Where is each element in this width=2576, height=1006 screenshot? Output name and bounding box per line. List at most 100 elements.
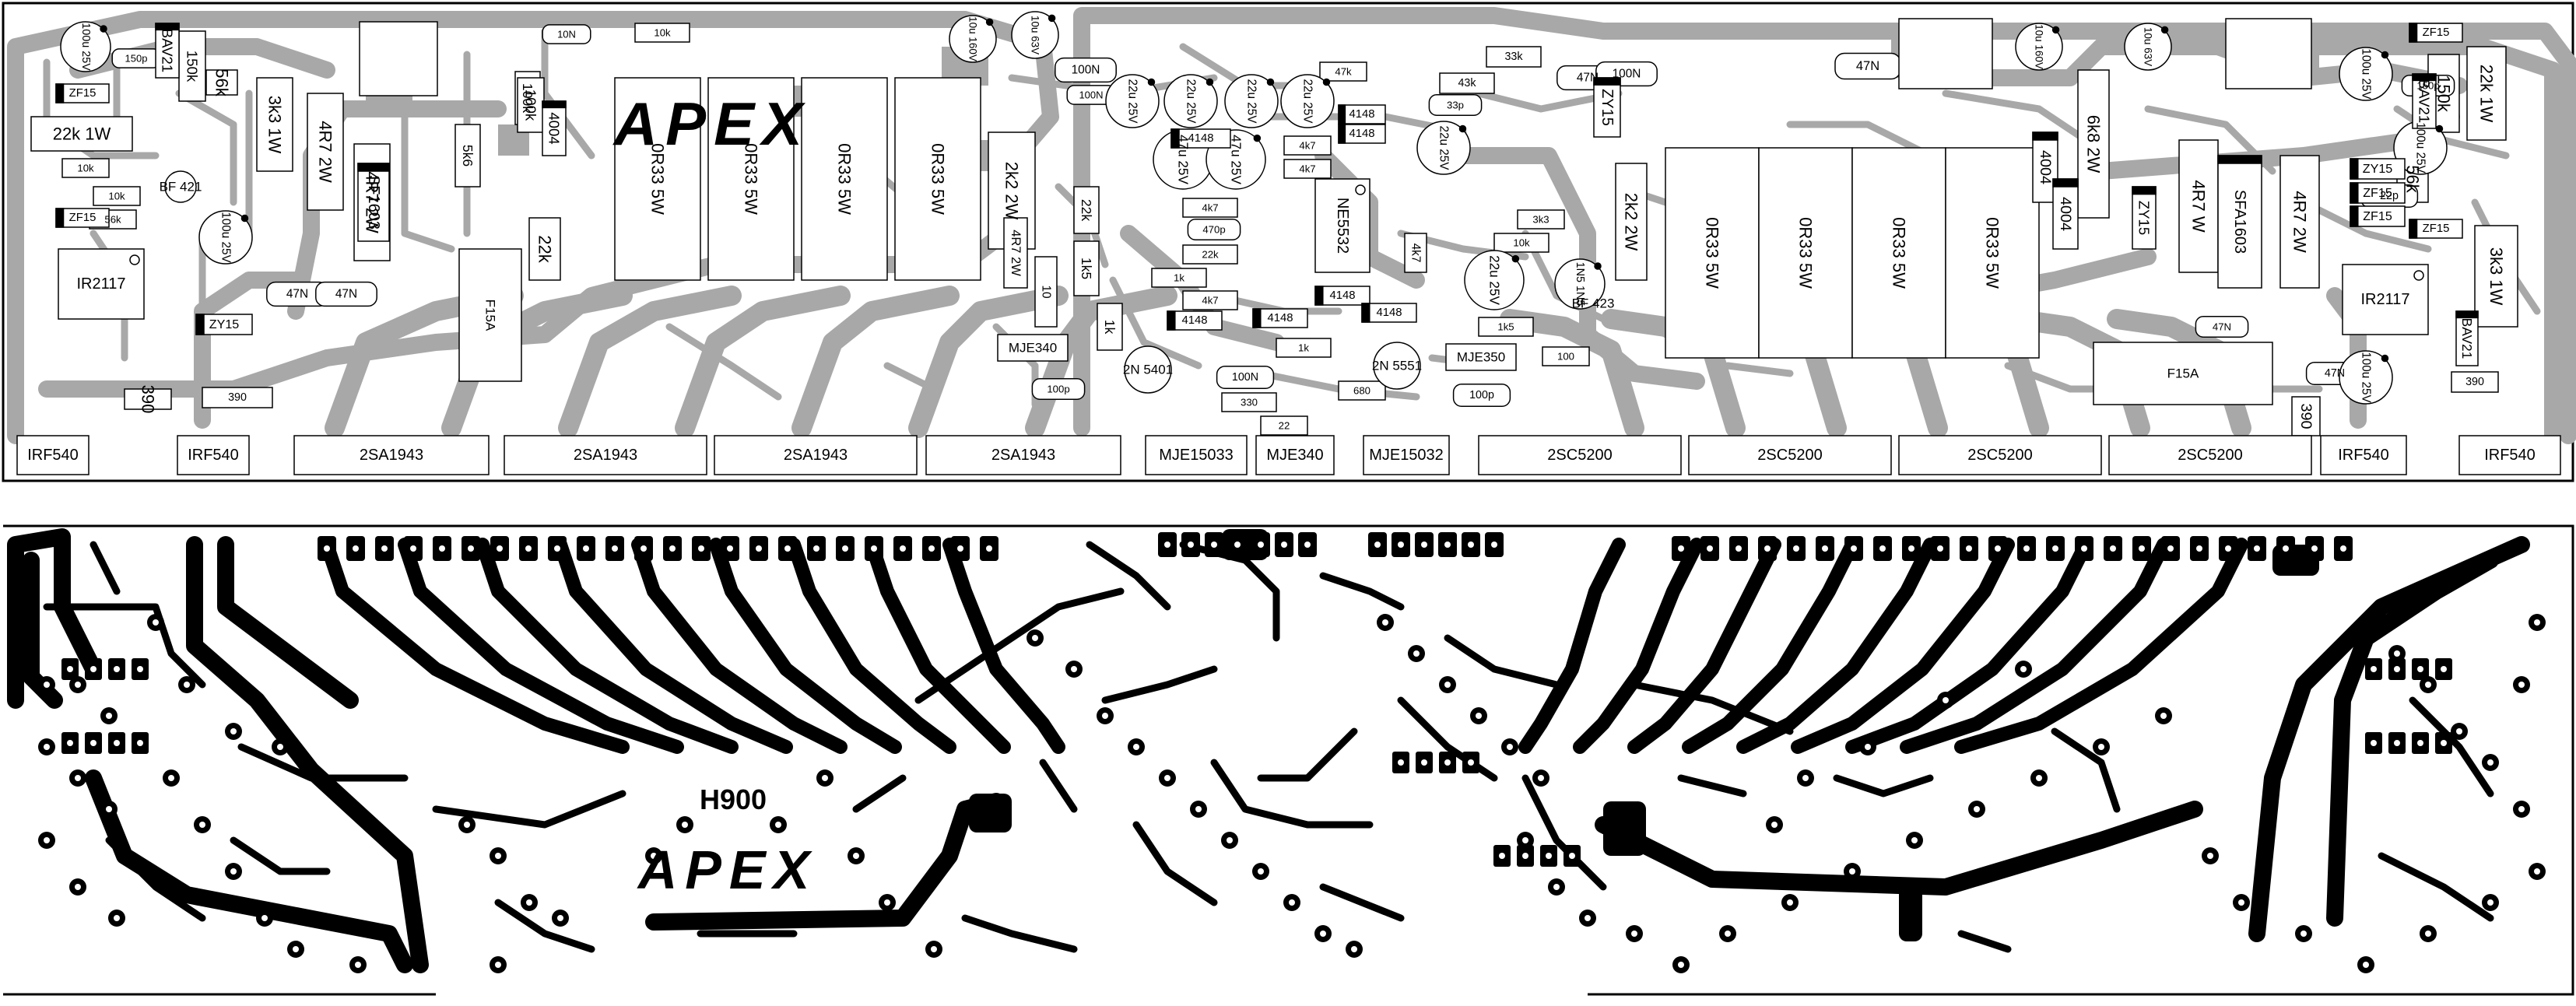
drill-hole [2456, 728, 2462, 734]
signal-track [1942, 89, 2090, 144]
resistor-body [124, 388, 172, 410]
diode-label: BAV21 [2459, 318, 2475, 359]
resistor-label: 10k [1513, 237, 1530, 249]
copper-pour [1603, 801, 1646, 856]
resistor-body [707, 77, 795, 281]
capacitor-label: 22p [2380, 190, 2399, 202]
drill-hole [871, 545, 877, 552]
drill-hole [2394, 740, 2400, 746]
signal-track [1521, 230, 1623, 331]
driver-trace [631, 538, 848, 754]
drill-hole [1787, 899, 1793, 906]
resistor-body [30, 116, 133, 152]
resistor-body [205, 69, 238, 96]
drill-hole [1725, 931, 1731, 937]
electrolytic-capacitor [1224, 74, 1279, 128]
power-device-label: 2SA1943 [360, 447, 423, 464]
resistor-body [178, 30, 206, 102]
capacitor-label: 47N [286, 288, 308, 301]
driver-trace [1791, 538, 2015, 754]
resistor-label: 390 [228, 391, 247, 404]
resistor-body [1151, 268, 1207, 288]
drill-hole [2110, 545, 2116, 552]
signal-trace [43, 603, 206, 689]
diode-label: SF1603 [365, 175, 382, 230]
resistor-body [2451, 371, 2499, 393]
resistor-label: 22k [535, 235, 555, 263]
diode-band [1170, 128, 1180, 149]
drill-hole [1234, 542, 1241, 548]
drill-hole [2098, 744, 2104, 750]
resistor-label: 2k2 2W [1622, 193, 1641, 251]
drill-hole [1793, 545, 1799, 552]
diode-label: ZF15 [69, 212, 97, 224]
diode-body [1170, 128, 1231, 149]
resistor-label: 4k7 [1299, 140, 1315, 152]
resistor-label: 22k [1079, 199, 1094, 222]
drill-hole [1822, 545, 1828, 552]
capacitor-label: 100u 25V [2360, 352, 2373, 403]
drill-hole [1032, 635, 1038, 641]
drill-hole [1444, 759, 1451, 766]
drill-hole [293, 946, 299, 952]
signal-trace [105, 836, 206, 922]
drill-hole [1943, 697, 1949, 703]
drill-hole [1382, 619, 1388, 626]
diode-band [2409, 23, 2418, 43]
resistor-body [2279, 155, 2320, 289]
drill-hole [900, 545, 906, 552]
diode-label: ZF15 [69, 87, 97, 100]
power-device-label: IRF540 [2484, 447, 2536, 464]
diode-band [195, 314, 205, 335]
drill-hole [2371, 740, 2377, 746]
signal-trace [494, 899, 595, 953]
electrolytic-capacitor [1163, 74, 1218, 128]
diode-band [155, 23, 180, 31]
mounting-pad [359, 21, 438, 96]
drill-hole [698, 545, 704, 552]
transistor-body [1373, 342, 1421, 390]
power-device-outline [2458, 435, 2561, 475]
driver-track [675, 286, 851, 438]
capacitor-label: 10u 63V [2143, 27, 2154, 66]
diode-band [1338, 104, 1346, 124]
drill-hole [1374, 542, 1381, 548]
signal-trace [1833, 774, 1934, 797]
signal-track [541, 27, 595, 159]
drill-hole [1164, 542, 1170, 548]
drill-hole [75, 775, 81, 781]
drill-hole [464, 822, 470, 828]
drill-hole [2363, 962, 2369, 968]
signal-trace [1319, 572, 1405, 611]
power-device-outline [925, 435, 1121, 475]
drill-hole [67, 666, 73, 672]
signal-trace [961, 914, 1078, 953]
power-device-label: MJE340 [1266, 447, 1323, 464]
resistor-body [1283, 135, 1332, 156]
resistor-label: 4k7 [1202, 202, 1218, 214]
signal-trace [2409, 696, 2494, 797]
resistor-label: 100k [520, 83, 535, 113]
power-device-outline [1145, 435, 1248, 475]
polarity-mark [985, 18, 994, 26]
resistor-label: 4k7 [1409, 244, 1423, 263]
diode-band [1361, 303, 1370, 323]
polarity-mark [1458, 124, 1467, 133]
electrolytic-capacitor [1011, 11, 1059, 59]
drill-hole [1849, 868, 1855, 875]
drill-hole [2425, 682, 2431, 688]
diode-body [2455, 310, 2479, 366]
drill-hole [931, 946, 937, 952]
diode-body [155, 23, 180, 79]
driver-trace [865, 538, 1011, 754]
driver-track [558, 286, 742, 438]
drill-hole [2394, 650, 2400, 657]
drill-hole [277, 744, 283, 750]
driver-trace [1518, 538, 1626, 754]
driver-trace [1736, 538, 1937, 754]
drill-hole [1398, 542, 1404, 548]
drill-hole [1468, 759, 1474, 766]
signal-trace [230, 836, 331, 875]
diode-label: 4148 [1329, 289, 1355, 302]
diode-body [2217, 155, 2262, 289]
